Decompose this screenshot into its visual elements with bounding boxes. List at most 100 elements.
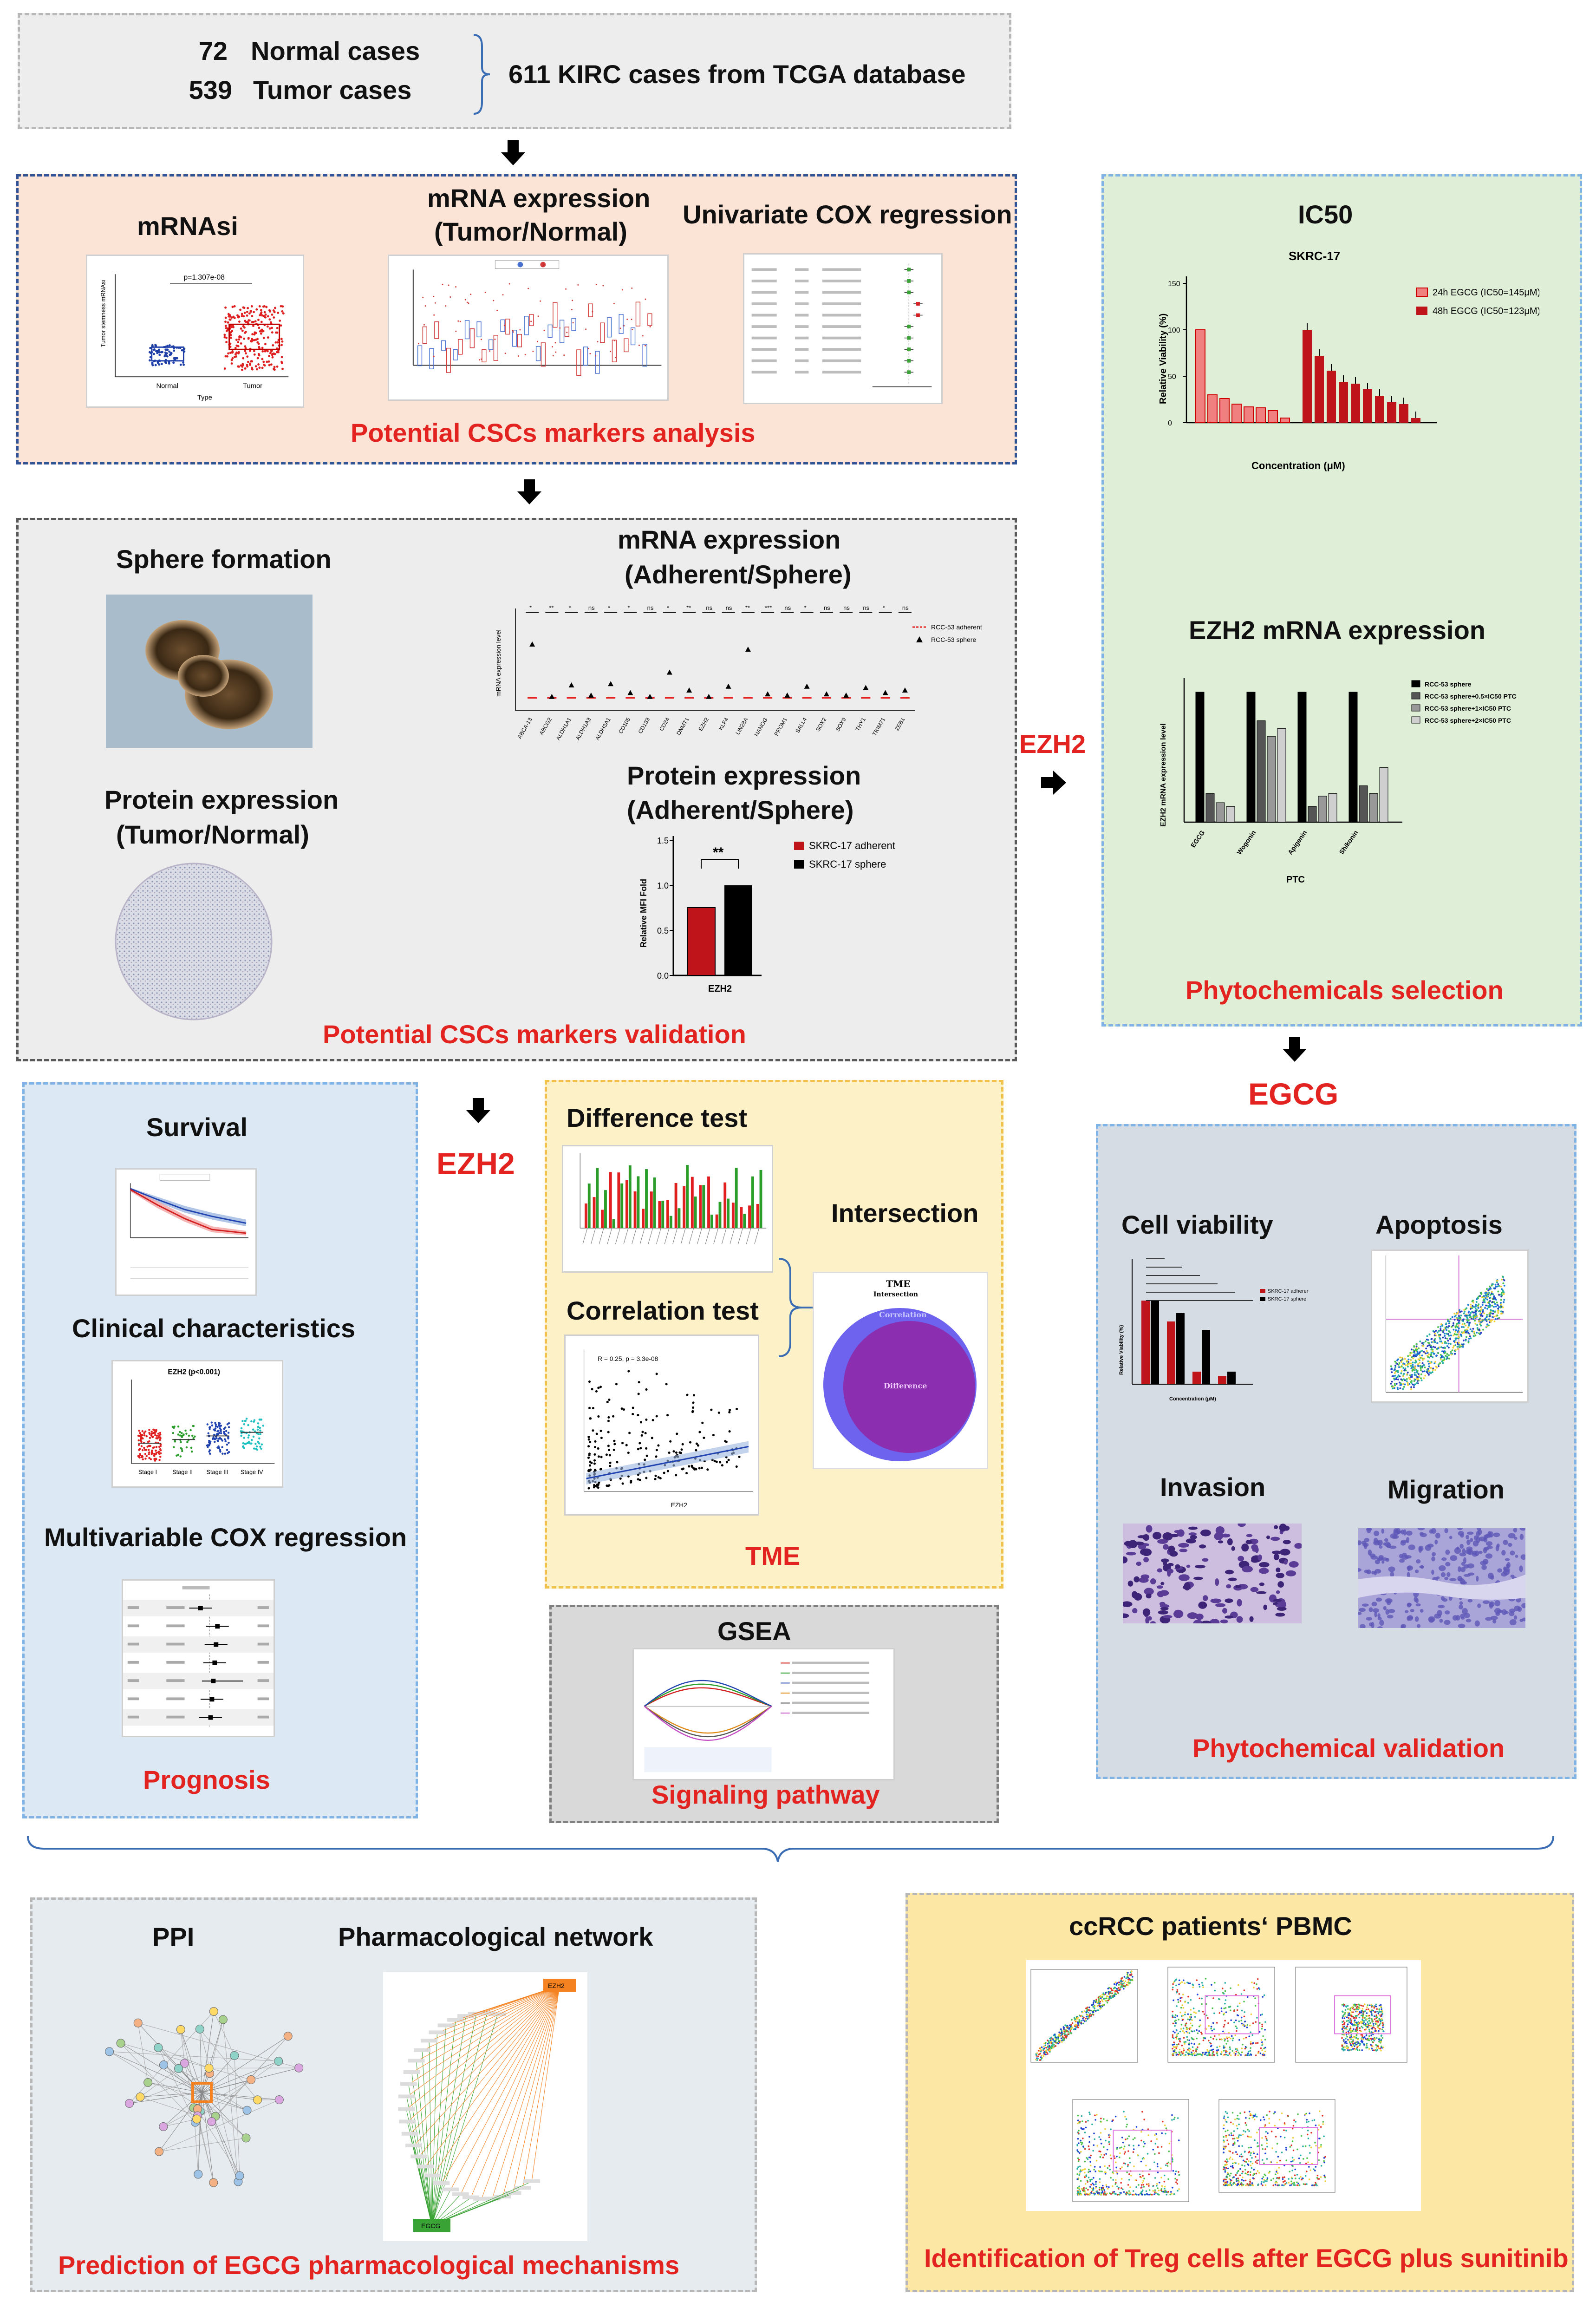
mas-sphere-mark (588, 693, 594, 698)
protein-legend-adherent: SKRC-17 adherent (809, 840, 895, 851)
clinical-chart-title: EZH2 (p<0.001) (168, 1368, 220, 1376)
ic50-bar-48h (1399, 404, 1408, 423)
mas-sphere-mark (568, 682, 574, 687)
validation-mrna-title-2: (Adherent/Sphere) (625, 560, 852, 589)
mas-sphere-mark (804, 683, 810, 689)
apoptosis-title: Apoptosis (1375, 1210, 1503, 1239)
mas-sphere-mark (823, 691, 829, 697)
ezh2-bar (1348, 692, 1358, 823)
mas-sphere-mark (627, 690, 633, 695)
clinical-stage-4: Stage IV (241, 1469, 263, 1476)
protein-bar-adherent (687, 907, 716, 976)
mas-ylabel: mRNA expression level (495, 629, 502, 697)
mas-sig-label: * (627, 604, 630, 611)
ic50-bar-24h (1207, 394, 1218, 423)
mas-sphere-mark (882, 690, 888, 695)
viability-ylabel: Relative Viability (%) (1119, 1325, 1124, 1375)
ezh2-bar (1216, 802, 1225, 823)
mas-sphere-mark (608, 681, 614, 687)
apoptosis-flow-plot (1371, 1249, 1529, 1403)
ic50-bar-48h (1351, 384, 1360, 423)
viability-bar-adherent (1141, 1301, 1150, 1384)
treg-footer: Identification of Treg cells after EGCG … (924, 2243, 1569, 2273)
venn-subtitle: Intersection (873, 1291, 918, 1298)
ezh2-bar (1328, 793, 1337, 823)
validation-mrna-title-1: mRNA expression (618, 525, 841, 554)
mas-sig-label: ns (863, 604, 869, 611)
mas-sphere-mark (784, 693, 790, 698)
mrna-adherent-sphere-chart: mRNA expression level RCC-53 adherent RC… (483, 599, 1008, 752)
ezh2-legend-entry: RCC-53 sphere (1425, 680, 1472, 688)
header-brace (473, 34, 490, 115)
ezh2-bar (1379, 767, 1388, 823)
survival-km-plot (115, 1168, 257, 1296)
sphere-microscopy-image (106, 595, 313, 748)
bottom-brace (27, 1836, 1554, 1862)
mas-gene-label: ABCG2 (538, 716, 554, 736)
svg-text:Shikonin: Shikonin (1337, 829, 1359, 856)
gsea-title: GSEA (717, 1616, 791, 1646)
mas-sphere-mark (843, 693, 849, 698)
correlation-test-title: Correlation test (567, 1296, 759, 1325)
svg-text:Wogonin: Wogonin (1235, 829, 1257, 856)
ppi-title: PPI (152, 1922, 195, 1951)
mas-gene-label: ALDH1A3 (574, 716, 593, 741)
mas-sphere-mark (647, 693, 653, 699)
down-arrow-icon (517, 479, 541, 504)
mrnasi-xlabel: Type (197, 394, 212, 401)
mas-gene-label: CD133 (637, 716, 651, 735)
protein-ylabel: Relative MFI Fold (639, 879, 648, 948)
mas-sig-label: ns (902, 604, 909, 611)
mas-sig-label: ns (647, 604, 654, 611)
venn-inner-label: Difference (884, 1381, 927, 1390)
viability-bar-sphere (1227, 1372, 1236, 1384)
ezh2-ylabel: EZH2 mRNA expression level (1160, 723, 1167, 827)
mas-gene-label: EZH2 (697, 716, 710, 732)
mas-sig-label: ** (745, 604, 750, 611)
mas-sig-label: * (804, 604, 807, 611)
pharma-network: EZH2 EGCG (383, 1972, 587, 2241)
mas-sig-label: * (883, 604, 885, 611)
ppi-footer: Prediction of EGCG pharmacological mecha… (58, 2250, 680, 2280)
mrnasi-pvalue: p=1.307e-08 (183, 274, 225, 281)
analysis-footer: Potential CSCs markers analysis (351, 418, 756, 447)
mas-gene-label: TRIM71 (871, 716, 887, 737)
mas-sig-label: * (608, 604, 610, 611)
mas-sphere-mark (863, 685, 869, 690)
egcg-validation-footer: Phytochemical validation (1192, 1733, 1505, 1763)
ic50-bar-24h (1244, 406, 1254, 423)
viability-title: Cell viability (1121, 1210, 1273, 1239)
clinical-stage-1: Stage I (138, 1469, 157, 1476)
ezh2-bar (1246, 692, 1256, 823)
gsea-box (549, 1605, 999, 1823)
tme-brace (778, 1258, 817, 1357)
mas-legend-sphere: RCC-53 sphere (931, 636, 976, 643)
tme-venn-diagram: TME Intersection Correlation Difference (813, 1272, 988, 1469)
intersection-title: Intersection (831, 1198, 979, 1228)
ic50-bar-48h (1387, 402, 1396, 423)
analysis-mrna-title-2: (Tumor/Normal) (434, 217, 627, 246)
normal-count: 72 (198, 36, 228, 65)
mas-legend-adherent: RCC-53 adherent (931, 623, 982, 631)
ezh2-xlabel: PTC (1286, 875, 1305, 885)
ic50-legend-48h: 48h EGCG (IC50=123μM) (1433, 306, 1539, 316)
tme-footer: TME (745, 1541, 801, 1570)
pharma-network-title: Pharmacological network (338, 1922, 653, 1951)
cox-forest-plot (743, 253, 943, 404)
mas-gene-label: PROM1 (773, 716, 789, 737)
multicox-forest-plot (122, 1579, 275, 1737)
mas-sphere-mark (706, 693, 712, 699)
svg-text:50: 50 (1168, 373, 1176, 381)
ic50-bar-48h (1339, 382, 1348, 423)
protein-xlabel: EZH2 (708, 984, 732, 994)
ezh2-legend-entry: RCC-53 sphere+0.5×IC50 PTC (1425, 693, 1517, 700)
tumor-label: Tumor cases (253, 75, 412, 105)
clinical-title: Clinical characteristics (72, 1314, 356, 1343)
svg-text:1.0: 1.0 (657, 881, 669, 890)
clinical-stage-2: Stage II (172, 1469, 193, 1476)
viability-xlabel: Concentration (μM) (1169, 1396, 1216, 1402)
mrna-tumor-normal-boxplot (388, 255, 669, 401)
ic50-bar-48h (1315, 356, 1324, 423)
mas-gene-label: SOX2 (814, 716, 827, 732)
ic50-bar-24h (1219, 398, 1230, 423)
